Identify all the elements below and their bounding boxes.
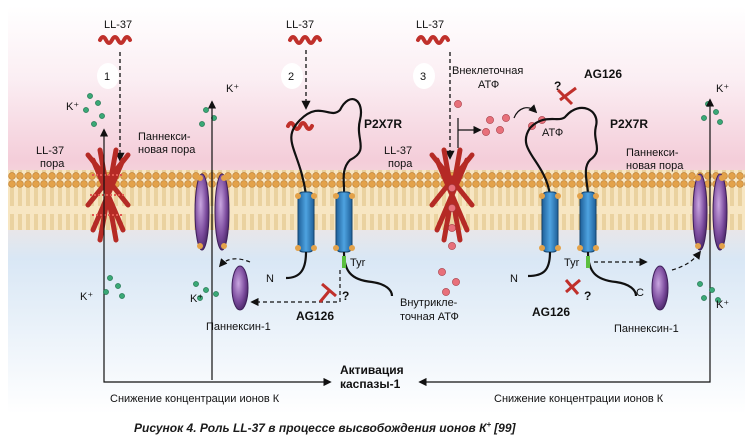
caption-sup: + bbox=[487, 420, 492, 429]
k-decrease-right: Снижение концентрации ионов К bbox=[494, 393, 664, 405]
caspase-label-line1: Активация bbox=[340, 363, 404, 377]
arrow-to-caspase-left bbox=[103, 300, 332, 387]
n-a-label: N bbox=[266, 273, 274, 285]
pannexin-pore-a bbox=[194, 173, 230, 251]
ag126-left-label: AG126 bbox=[296, 309, 334, 323]
extracellular-atp-line1: Внеклеточная bbox=[452, 65, 523, 77]
ll37-helix-bound bbox=[286, 121, 314, 131]
ll37-pore-b-label-line2: пора bbox=[388, 158, 413, 170]
figure-caption: Рисунок 4. Роль LL-37 в процессе высвобо… bbox=[134, 420, 517, 435]
pannexin-1-b-label: Паннексин-1 bbox=[614, 323, 679, 335]
tyr-a-label: Tyr bbox=[350, 257, 366, 269]
caspase-label-line2: каспазы-1 bbox=[340, 377, 401, 391]
q-left: ? bbox=[342, 289, 349, 303]
inhibitor-ag126-left bbox=[318, 282, 337, 303]
k-ions-top-mid bbox=[199, 107, 217, 127]
dashed-arrow-tyr-a bbox=[250, 270, 341, 307]
k-ions-bottom-left bbox=[103, 275, 125, 299]
q-top: ? bbox=[554, 79, 561, 93]
q-right: ? bbox=[584, 289, 591, 303]
ll37-helix-2 bbox=[288, 35, 322, 45]
ag126-top-label: AG126 bbox=[584, 67, 622, 81]
p2x7r-b-label: P2X7R bbox=[610, 117, 648, 131]
p2x7r-a-label: P2X7R bbox=[364, 117, 402, 131]
dashed-arrow-pannexin-b bbox=[671, 250, 702, 271]
k-label-top-mid: K⁺ bbox=[226, 83, 239, 95]
inhibitor-ag126-right bbox=[564, 278, 581, 295]
k-label-bottom-right: K⁺ bbox=[716, 299, 729, 311]
ag126-right-label: AG126 bbox=[532, 305, 570, 319]
k-ions-bottom-right bbox=[697, 281, 721, 303]
k-label-bottom-left: K⁺ bbox=[80, 291, 93, 303]
atp-molecules-pore bbox=[448, 184, 456, 250]
ll37-label-1: LL-37 bbox=[104, 19, 132, 31]
pannexin-pore-b bbox=[692, 173, 728, 251]
atp-molecules-intracellular bbox=[438, 268, 460, 296]
step-3-label: 3 bbox=[420, 71, 426, 83]
step-1-badge bbox=[97, 63, 119, 89]
tyr-b-label: Tyr bbox=[564, 257, 580, 269]
arrow-atp-bind bbox=[513, 104, 538, 119]
ll37-label-3: LL-37 bbox=[416, 19, 444, 31]
k-ions-bottom-mid bbox=[193, 281, 219, 301]
ll37-pore-a-label-line2: пора bbox=[40, 158, 65, 170]
pannexin-pore-a-label-line1: Паннекси- bbox=[138, 131, 191, 143]
step-3-badge bbox=[413, 63, 435, 89]
k-label-top-right: K⁺ bbox=[716, 83, 729, 95]
extracellular-atp-line2: АТФ bbox=[478, 79, 499, 91]
arrow-atp-out bbox=[457, 118, 480, 148]
ll37-helix-1 bbox=[98, 35, 132, 45]
pannexin-pore-a-label-line2: новая пора bbox=[138, 144, 196, 156]
n-b-label: N bbox=[510, 273, 518, 285]
p2x7r-b bbox=[524, 106, 638, 297]
caption-ref: [99] bbox=[493, 421, 516, 435]
intracellular-atp-line1: Внутрикле- bbox=[400, 297, 458, 309]
step-2-label: 2 bbox=[288, 71, 294, 83]
k-label-bottom-mid: K⁺ bbox=[190, 293, 203, 305]
cell-membrane bbox=[8, 170, 745, 230]
pannexin-pore-b-label-line1: Паннекси- bbox=[626, 147, 679, 159]
ll37-pore-b bbox=[429, 147, 475, 243]
k-label-top-left: K⁺ bbox=[66, 101, 79, 113]
k-ions-top-left bbox=[83, 93, 105, 127]
dashed-arrow-pannexin-a bbox=[218, 258, 251, 268]
ll37-label-2: LL-37 bbox=[286, 19, 314, 31]
intracellular-atp-line2: точная АТФ bbox=[400, 311, 459, 323]
ll37-pore-a bbox=[85, 147, 131, 243]
ll37-helix-3 bbox=[416, 35, 450, 45]
caption-main: Рисунок 4. Роль LL-37 в процессе высвобо… bbox=[134, 421, 488, 435]
arrow-to-caspase-right bbox=[418, 377, 711, 387]
step-2-badge bbox=[281, 63, 303, 89]
pannexin-1-a-label: Паннексин-1 bbox=[206, 321, 271, 333]
ll37-pore-a-label-line1: LL-37 bbox=[36, 145, 64, 157]
pannexin-1-a bbox=[231, 265, 249, 311]
pannexin-1-b bbox=[651, 265, 669, 311]
c-b-label: C bbox=[636, 287, 644, 299]
k-decrease-left: Снижение концентрации ионов К bbox=[110, 393, 280, 405]
atf-bound-label: АТФ bbox=[542, 127, 563, 139]
inhibitor-ag126-top bbox=[556, 86, 577, 106]
p2x7r-a bbox=[285, 98, 394, 297]
ll37-pore-b-label-line1: LL-37 bbox=[384, 145, 412, 157]
step-1-label: 1 bbox=[104, 71, 110, 83]
pannexin-pore-b-label-line2: новая пора bbox=[626, 160, 684, 172]
